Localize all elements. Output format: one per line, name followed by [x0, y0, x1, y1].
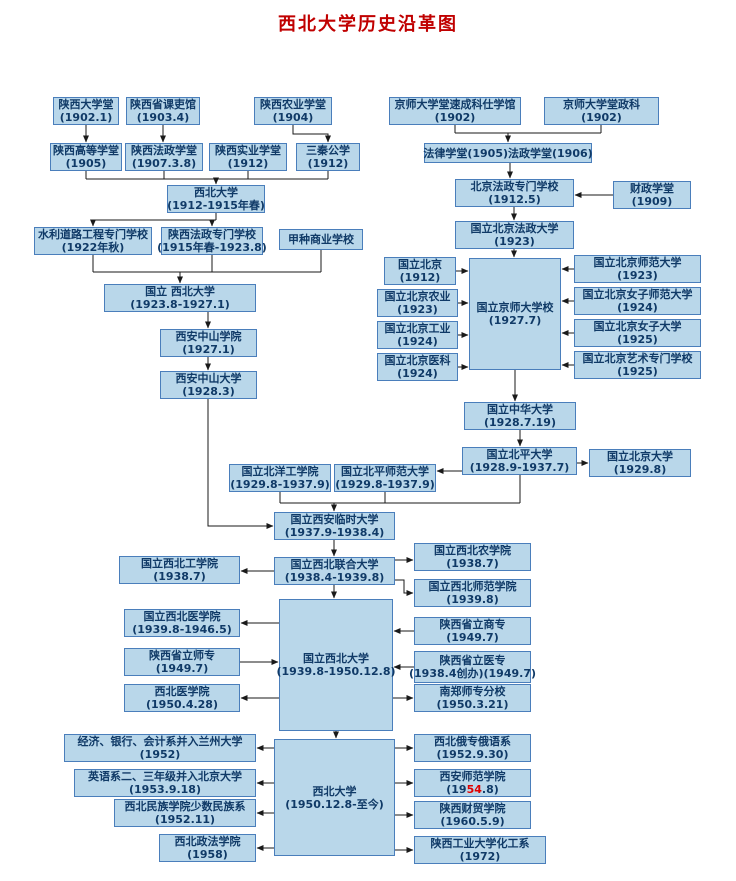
node-caizheng-xuetang: 财政学堂(1909) [613, 181, 691, 209]
node-guoli-beijing-yike: 国立北京医科(1924) [377, 353, 458, 381]
node-jingshi-sucheng-shixueguan: 京师大学堂速成科仕学馆(1902) [389, 97, 521, 125]
node-guoli-jingshi-daxuexiao: 国立京师大学校(1927.7) [469, 258, 561, 370]
node-guoli-zhonghua-daxue: 国立中华大学(1928.7.19) [464, 402, 576, 430]
node-shaanxi-nongye-xuetang: 陕西农业学堂(1904) [254, 97, 332, 125]
node-guoli-beiping-shifan-daxue: 国立北平师范大学(1929.8-1937.9) [334, 464, 436, 492]
node-xibei-minzu-xueyuan: 西北民族学院少数民族系(1952.11) [114, 799, 256, 827]
node-guoli-xibei-yixueyuan: 国立西北医学院(1939.8-1946.5) [124, 609, 240, 637]
node-xibei-daxue-1912: 西北大学(1912-1915年春) [167, 185, 265, 213]
node-jingshi-zhengke: 京师大学堂政科(1902) [544, 97, 659, 125]
node-xian-shifan-xueyuan: 西安师范学院(1954.8) [414, 769, 531, 797]
node-guoli-beiping-daxue: 国立北平大学(1928.9-1937.7) [462, 447, 577, 475]
node-guoli-beijing: 国立北京(1912) [384, 257, 456, 285]
node-shaanxi-fazheng-zhuanmen: 陕西法政专门学校(1915年春-1923.8) [157, 227, 267, 255]
node-shaanxi-daxuetang: 陕西大学堂(1902.1) [53, 97, 119, 125]
node-guoli-xibei-gongxueyuan: 国立西北工学院(1938.7) [119, 556, 240, 584]
node-falv-fazheng-xuetang: 法律学堂(1905)法政学堂(1906) [423, 143, 593, 163]
node-shaanxi-caimao-xueyuan: 陕西财贸学院(1960.5.9) [414, 801, 531, 829]
node-sanqin-gongxue: 三秦公学(1912) [296, 143, 360, 171]
node-guoli-beijing-yishu-school: 国立北京艺术专门学校(1925) [574, 351, 701, 379]
node-shaanxi-shengli-yizhuan: 陕西省立医专(1938.4创办)(1949.7) [409, 651, 536, 683]
node-shaanxi-fazheng-xuetang: 陕西法政学堂(1907.3.8) [125, 143, 203, 171]
node-xibei-ezhuan-eyuxi: 西北俄专俄语系(1952.9.30) [414, 734, 531, 762]
node-merge-beijing-daxue: 英语系二、三年级并入北京大学(1953.9.18) [74, 769, 256, 797]
node-guoli-xibei-daxue-1923: 国立 西北大学(1923.8-1927.1) [104, 284, 256, 312]
node-xian-zhongshan-daxue: 西安中山大学(1928.3) [160, 371, 257, 399]
node-shaanxi-shiye-xuetang: 陕西实业学堂(1912) [209, 143, 287, 171]
node-merge-lanzhou-daxue: 经济、银行、会计系并入兰州大学(1952) [64, 734, 256, 762]
node-xian-zhongshan-xueyuan: 西安中山学院(1927.1) [160, 329, 257, 357]
node-beijing-fazheng-zhuanmen: 北京法政专门学校(1912.5) [455, 179, 574, 207]
node-guoli-beijing-shifan-daxue: 国立北京师范大学(1923) [574, 255, 701, 283]
node-shaanxi-gongye-daxue-huagong: 陕西工业大学化工系(1972) [414, 836, 546, 864]
node-shuili-daolu-school: 水利道路工程专门学校(1922年秋) [34, 227, 152, 255]
node-shaanxi-gaodeng-xuetang: 陕西高等学堂(1905) [50, 143, 122, 171]
node-xibei-daxue-1950: 西北大学(1950.12.8-至今) [274, 739, 395, 856]
node-guoli-beijing-nvzi-daxue: 国立北京女子大学(1925) [574, 319, 701, 347]
page-title: 西北大学历史沿革图 [278, 14, 458, 35]
node-guoli-beiyang-gongxueyuan: 国立北洋工学院(1929.8-1937.9) [229, 464, 331, 492]
node-xibei-yixueyuan: 西北医学院(1950.4.28) [124, 684, 240, 712]
node-guoli-beijing-nongye: 国立北京农业(1923) [377, 289, 458, 317]
node-shaanxi-shengli-shangzhuan: 陕西省立商专(1949.7) [414, 617, 531, 645]
node-jiazhong-shangye-school: 甲种商业学校 [279, 229, 363, 250]
node-guoli-xibei-daxue-1939: 国立西北大学(1939.8-1950.12.8) [277, 599, 396, 731]
node-shaanxi-keliguan: 陕西省课吏馆(1903.4) [126, 97, 200, 125]
node-xibei-zhengfa-xueyuan: 西北政法学院(1958) [159, 834, 256, 862]
node-guoli-xibei-shifan-xueyuan: 国立西北师范学院(1939.8) [414, 579, 531, 607]
node-guoli-xibei-lianhe-daxue: 国立西北联合大学(1938.4-1939.8) [274, 557, 395, 585]
node-guoli-xian-linshi-daxue: 国立西安临时大学(1937.9-1938.4) [274, 512, 395, 540]
node-guoli-beijing-gongye: 国立北京工业(1924) [377, 321, 458, 349]
node-shaanxi-shengli-shizhuan: 陕西省立师专(1949.7) [124, 648, 240, 676]
node-guoli-beijing-daxue: 国立北京大学(1929.8) [589, 449, 691, 477]
node-guoli-xibei-nongxueyuan: 国立西北农学院(1938.7) [414, 543, 531, 571]
node-guoli-beijing-nvzi-shifan-daxue: 国立北京女子师范大学(1924) [574, 287, 701, 315]
node-nanzheng-shizhuan-fenxiao: 南郑师专分校(1950.3.21) [414, 684, 531, 712]
node-guoli-beijing-fazheng-daxue: 国立北京法政大学(1923) [455, 221, 574, 249]
